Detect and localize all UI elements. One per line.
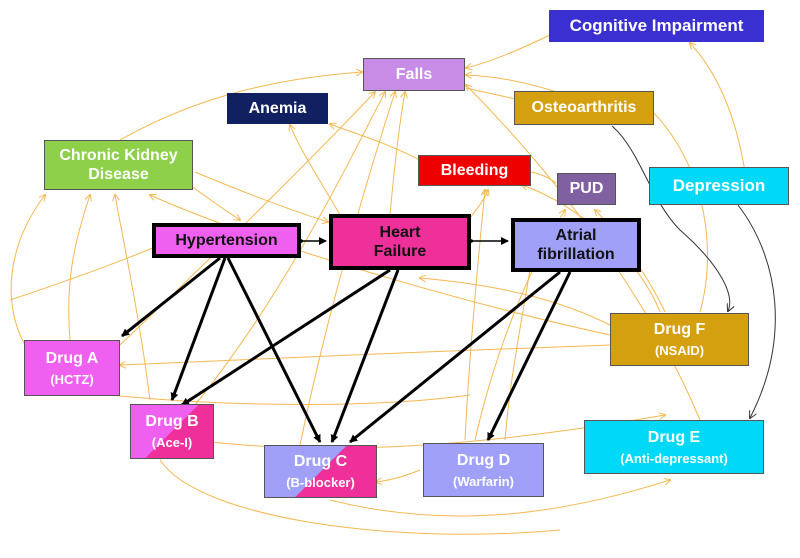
node-drug-f: Drug F (NSAID) [610, 313, 749, 366]
node-drug-d-line2: (Warfarin) [453, 473, 514, 489]
node-bleeding-label: Bleeding [440, 161, 509, 179]
edge-drugd-to-bleeding [464, 190, 485, 441]
edge-ckd-to-hf [194, 171, 328, 222]
node-drug-c-line1: Drug C [293, 453, 348, 471]
edge-bottom-loop [159, 459, 561, 535]
node-heart-failure-line1: Heart [379, 223, 421, 241]
node-drug-c: Drug C (B-blocker) [264, 445, 377, 498]
treatment-edges [121, 256, 572, 444]
node-drug-a-line2: (HCTZ) [50, 371, 94, 387]
edge-drugb-to-ckd [115, 195, 151, 401]
node-pud-label: PUD [569, 180, 604, 198]
edge-heart-to-bleeding [469, 190, 488, 219]
edge-depression-to-cog [690, 43, 746, 173]
node-drug-f-line2: (NSAID) [654, 343, 705, 359]
node-drug-b: Drug B (Ace-I) [130, 404, 214, 459]
node-ckd-line2: Disease [88, 166, 149, 183]
node-anemia: Anemia [227, 93, 328, 124]
node-drug-f-line1: Drug F [653, 321, 706, 339]
edge-osteo-to-drugf [611, 125, 730, 311]
node-drug-c-line2: (B-blocker) [286, 475, 355, 491]
node-depression: Depression [649, 167, 789, 205]
node-drug-a-line1: Drug A [45, 349, 99, 367]
node-depression-label: Depression [672, 175, 766, 195]
edge-drugd-to-drugc [376, 469, 421, 482]
edge-drugf-to-druga [120, 344, 611, 365]
node-pud: PUD [557, 173, 616, 205]
node-atrial-fibrillation-line1: Atrial [555, 226, 597, 244]
edge-hyp-to-drugc [226, 257, 322, 443]
node-anemia-label: Anemia [248, 99, 307, 117]
edge-left-loop [10, 195, 45, 346]
node-heart-failure-line2: Failure [373, 243, 427, 260]
edge-drugf-to-hf [420, 278, 611, 326]
node-heart-failure: Heart Failure [329, 214, 471, 270]
edge-osteo-curve [639, 99, 708, 313]
node-hypertension-label: Hypertension [175, 231, 278, 249]
edge-ckd-to-falls [119, 72, 362, 141]
node-drug-b-line1: Drug B [145, 413, 199, 431]
node-drug-d-line1: Drug D [456, 451, 511, 469]
node-ckd-line1: Chronic Kidney [59, 146, 178, 164]
node-falls-label: Falls [395, 65, 433, 83]
edge-cog-to-falls [466, 29, 561, 68]
node-cognitive-impairment-label: Cognitive Impairment [569, 15, 744, 35]
edge-af-to-drugc [349, 270, 561, 444]
edge-hf-to-drugb [181, 268, 391, 407]
node-drug-e: Drug E (Anti-depressant) [584, 420, 764, 474]
edge-drugc-to-druge [329, 480, 670, 517]
edge-hyp-curve-left [9, 244, 161, 301]
edge-osteo-to-falls [466, 75, 561, 94]
node-drug-e-line1: Drug E [647, 428, 701, 446]
node-atrial-fibrillation-line2: fibrillation [537, 246, 615, 263]
edge-depression-to-druge [737, 204, 776, 418]
node-chronic-kidney-disease: Chronic Kidney Disease [44, 140, 193, 190]
edge-hyp-to-drugb [170, 257, 227, 401]
node-cognitive-impairment: Cognitive Impairment [549, 10, 764, 42]
edge-bleeding-to-anemia [330, 124, 421, 161]
thin-dark-edges [611, 125, 776, 418]
edge-hf-to-anemia [290, 125, 341, 216]
node-falls: Falls [363, 58, 465, 91]
edge-hf-to-drugc [330, 269, 400, 443]
node-osteoarthritis: Osteoarthritis [514, 91, 654, 125]
edge-druga-to-ckd [68, 195, 90, 341]
node-drug-a: Drug A (HCTZ) [24, 340, 120, 396]
node-bleeding: Bleeding [418, 155, 531, 186]
node-drug-d: Drug D (Warfarin) [423, 443, 544, 497]
node-osteoarthritis-label: Osteoarthritis [531, 99, 637, 117]
edge-hyp-to-druga [121, 256, 221, 338]
node-drug-b-line2: (Ace-I) [151, 435, 193, 451]
edge-af-to-drugd-orange [504, 269, 531, 441]
node-atrial-fibrillation: Atrial fibrillation [511, 218, 641, 272]
node-drug-e-line2: (Anti-depressant) [620, 450, 728, 466]
node-hypertension: Hypertension [152, 223, 301, 258]
edge-af-to-drugd [486, 271, 572, 441]
edge-hf-to-falls [389, 92, 405, 216]
edge-ckd-to-hyp [189, 184, 240, 220]
edge-druga-to-drugd [109, 394, 471, 405]
